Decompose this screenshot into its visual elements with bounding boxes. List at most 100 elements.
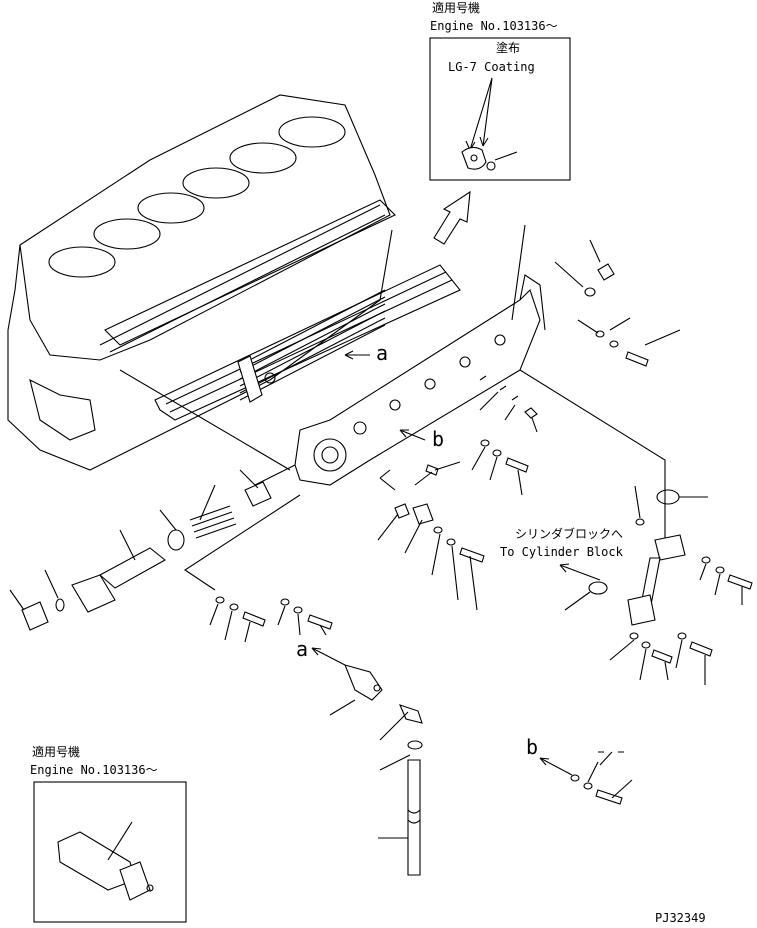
pipe-flange-top <box>654 534 686 561</box>
washer-lower-1 <box>215 596 225 604</box>
valve-disk <box>167 529 185 551</box>
bolt-lower-2 <box>307 614 333 630</box>
bolt-pipe-3 <box>689 641 713 657</box>
routing-line <box>519 369 666 545</box>
marker-b-lower-line <box>539 757 573 776</box>
mid-bracket-leader <box>379 469 396 491</box>
cooler-core-port <box>264 372 276 384</box>
drawing-id: PJ32349 <box>655 911 706 925</box>
tube-clamp <box>407 740 423 750</box>
cylinder-note-arrow <box>559 564 601 581</box>
cooler-gaskets <box>104 199 461 421</box>
right-fasteners <box>479 224 681 433</box>
marker-b-mid: b <box>432 427 444 451</box>
gasket-pin-leader <box>494 151 518 161</box>
tee-fitting <box>399 704 423 724</box>
gasket-hole <box>470 154 478 162</box>
inset-sensor-flange <box>119 861 151 901</box>
engine-block <box>7 94 393 471</box>
bolt-b <box>595 789 623 805</box>
lower-bracket-line <box>184 494 301 591</box>
tube-break <box>407 809 421 824</box>
gasket-pin <box>486 161 496 171</box>
pipe-tube <box>378 740 423 876</box>
cooler-core-end <box>237 355 263 403</box>
tube-leaders <box>378 754 411 839</box>
coating-leader-lines <box>469 77 493 151</box>
washer-pipe-3 <box>629 632 639 640</box>
oil-cooler-core <box>237 289 386 403</box>
pipe-bolt-2-leaders <box>609 639 706 685</box>
block-lower-cutout <box>29 378 96 441</box>
cover-port-1 <box>353 421 367 435</box>
valve-sleeve <box>244 481 272 507</box>
washer-mid-1 <box>480 439 490 447</box>
washer-right-1 <box>595 330 605 338</box>
marker-a-lower: a <box>296 637 308 661</box>
top-inset-applicable-label: 適用号機 <box>432 0 480 15</box>
cylinder-bore-2 <box>229 142 297 174</box>
bolt-bracket <box>459 547 485 563</box>
washer-pipe-leader <box>634 485 641 519</box>
gasket-part <box>461 146 487 170</box>
cover-port-5 <box>494 334 506 346</box>
nut-leaders <box>479 391 538 433</box>
valve-nut <box>71 574 116 613</box>
detail-arrow <box>433 190 471 245</box>
bolt-lower-1 <box>242 611 266 627</box>
pipe-flange-bottom <box>627 594 656 626</box>
washer-pipe-4 <box>641 641 651 649</box>
marker-a-lower-line <box>311 647 346 666</box>
lower-b-leaders <box>587 751 633 799</box>
valve-oring <box>55 598 65 612</box>
inset-sensor-leader <box>107 821 133 861</box>
top-inset-frame <box>429 37 571 181</box>
washer-pipe-1 <box>701 556 711 564</box>
washer-mid-2 <box>492 449 502 457</box>
marker-a-top-arrowhead <box>344 350 354 360</box>
nut-right <box>524 407 538 419</box>
cylinder-bore-3 <box>182 167 250 199</box>
top-inset-coating-jp: 塗布 <box>496 40 520 55</box>
inset-sensor-tip <box>146 884 154 892</box>
marker-a-top: a <box>376 341 388 365</box>
valve-leader-lines <box>9 369 296 611</box>
bottom-inset-engine-number: Engine No.103136～ <box>30 763 158 777</box>
top-inset-coating-en: LG-7 Coating <box>448 60 535 74</box>
washer-bracket-2 <box>446 538 456 546</box>
spring <box>189 505 237 539</box>
oil-cooler-cover <box>294 274 546 486</box>
washer-b-1 <box>570 774 580 782</box>
bracket-leader-lines <box>377 513 478 611</box>
marker-b-lower-arrowhead <box>539 757 550 766</box>
bolt-right <box>625 351 649 367</box>
pipe-bolt-1-leaders <box>699 563 743 605</box>
right-small-parts <box>479 375 519 401</box>
bolt-mid <box>505 457 529 473</box>
middle-fasteners <box>377 439 529 611</box>
coating-arrowheads <box>465 136 489 151</box>
lower-leader-lines <box>209 603 327 643</box>
cover-end-flange <box>519 274 546 331</box>
washer-pipe-top <box>635 518 645 526</box>
sensor-body <box>344 664 383 701</box>
washer-bracket-1 <box>433 526 443 534</box>
cylinder-bore-5 <box>93 218 161 250</box>
marker-a-lower-arrowhead <box>311 647 322 656</box>
cover-port-4 <box>459 356 471 368</box>
bottom-inset-frame <box>33 781 187 923</box>
cover-filter-bore <box>321 446 339 464</box>
bolt-small-mid <box>425 464 439 476</box>
cylinder-bore-6 <box>48 246 116 278</box>
middle-leader-lines <box>414 446 523 496</box>
cover-body <box>294 288 541 486</box>
block-side-outline <box>7 229 393 471</box>
marker-b-mid-arrow <box>399 429 426 441</box>
washer-pipe-5 <box>677 632 687 640</box>
bottom-inset: 適用号機 Engine No.103136～ <box>30 744 187 923</box>
lower-right-fasteners <box>570 751 633 805</box>
washer-lower-4 <box>293 606 303 614</box>
valve-assembly <box>9 369 296 631</box>
oring-top <box>584 287 596 297</box>
top-inset: 適用号機 Engine No.103136～ 塗布 LG-7 Coating <box>429 0 571 181</box>
